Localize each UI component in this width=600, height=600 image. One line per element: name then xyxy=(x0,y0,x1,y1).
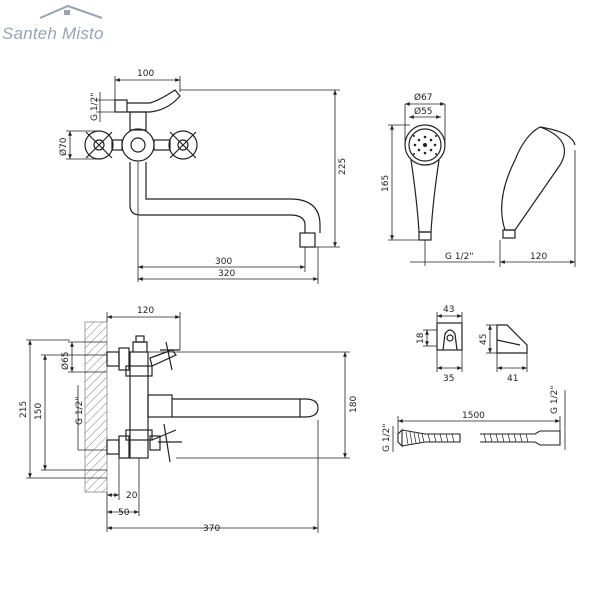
dim-150: 150 xyxy=(34,403,44,420)
dim-215: 215 xyxy=(19,401,29,418)
dim-d67: Ø67 xyxy=(414,92,433,103)
shower-labels: Ø67 Ø55 165 G 1/2" 120 xyxy=(381,92,547,262)
dim-165: 165 xyxy=(381,175,391,192)
dim-120-shower: 120 xyxy=(530,252,547,262)
top-view-drawing xyxy=(84,89,321,248)
dim-225: 225 xyxy=(338,158,348,175)
dim-g-half-hose-right: G 1/2" xyxy=(550,386,560,414)
house-roof-icon xyxy=(39,4,103,19)
holder-side-drawing xyxy=(496,324,528,354)
dim-g-half-top: G 1/2" xyxy=(90,93,100,121)
side-view-drawing xyxy=(106,335,319,463)
dim-1500: 1500 xyxy=(462,411,485,421)
dim-45: 45 xyxy=(479,334,489,345)
dim-20: 20 xyxy=(126,491,138,501)
dim-43: 43 xyxy=(443,305,454,315)
holder-front-drawing xyxy=(436,322,463,351)
top-view-dimensions xyxy=(66,76,340,284)
dim-d70: Ø70 xyxy=(58,137,69,156)
dim-100: 100 xyxy=(137,69,154,79)
dim-g-half-side: G 1/2" xyxy=(75,397,85,425)
dim-370: 370 xyxy=(203,524,220,534)
dim-320: 320 xyxy=(218,269,235,279)
shower-nozzle-dots xyxy=(413,135,437,155)
dim-g-half-shower: G 1/2" xyxy=(445,252,473,262)
dim-41: 41 xyxy=(507,374,518,384)
dim-180: 180 xyxy=(349,396,359,413)
top-view-labels: 100 G 1/2" Ø70 225 300 320 xyxy=(58,69,348,279)
hose-dimensions xyxy=(392,390,566,452)
hose-drawing xyxy=(397,428,561,448)
dim-50: 50 xyxy=(118,508,130,518)
brand-logo: Santeh Misto xyxy=(2,4,104,44)
dim-120-side: 120 xyxy=(137,306,154,316)
brand-name: Santeh Misto xyxy=(2,24,104,43)
dim-35: 35 xyxy=(443,374,454,384)
hose-coil-pattern xyxy=(405,431,529,445)
shower-head-front-drawing xyxy=(404,124,446,241)
dim-d65: Ø65 xyxy=(60,351,71,370)
dim-18: 18 xyxy=(416,332,426,344)
shower-head-side-drawing xyxy=(501,126,576,239)
dim-d55: Ø55 xyxy=(414,106,433,117)
side-view-dimensions xyxy=(26,312,350,533)
wall-section xyxy=(84,321,108,493)
hose-labels: 1500 G 1/2" G 1/2" xyxy=(382,386,560,452)
dim-300: 300 xyxy=(215,257,232,267)
dim-g-half-hose-left: G 1/2" xyxy=(382,424,392,452)
holder-labels: 43 18 35 45 41 xyxy=(416,305,518,384)
shower-dimensions xyxy=(388,102,576,267)
holder-dimensions xyxy=(423,312,528,372)
side-view-labels: 120 Ø65 150 215 G 1/2" 180 20 50 370 xyxy=(19,306,359,534)
